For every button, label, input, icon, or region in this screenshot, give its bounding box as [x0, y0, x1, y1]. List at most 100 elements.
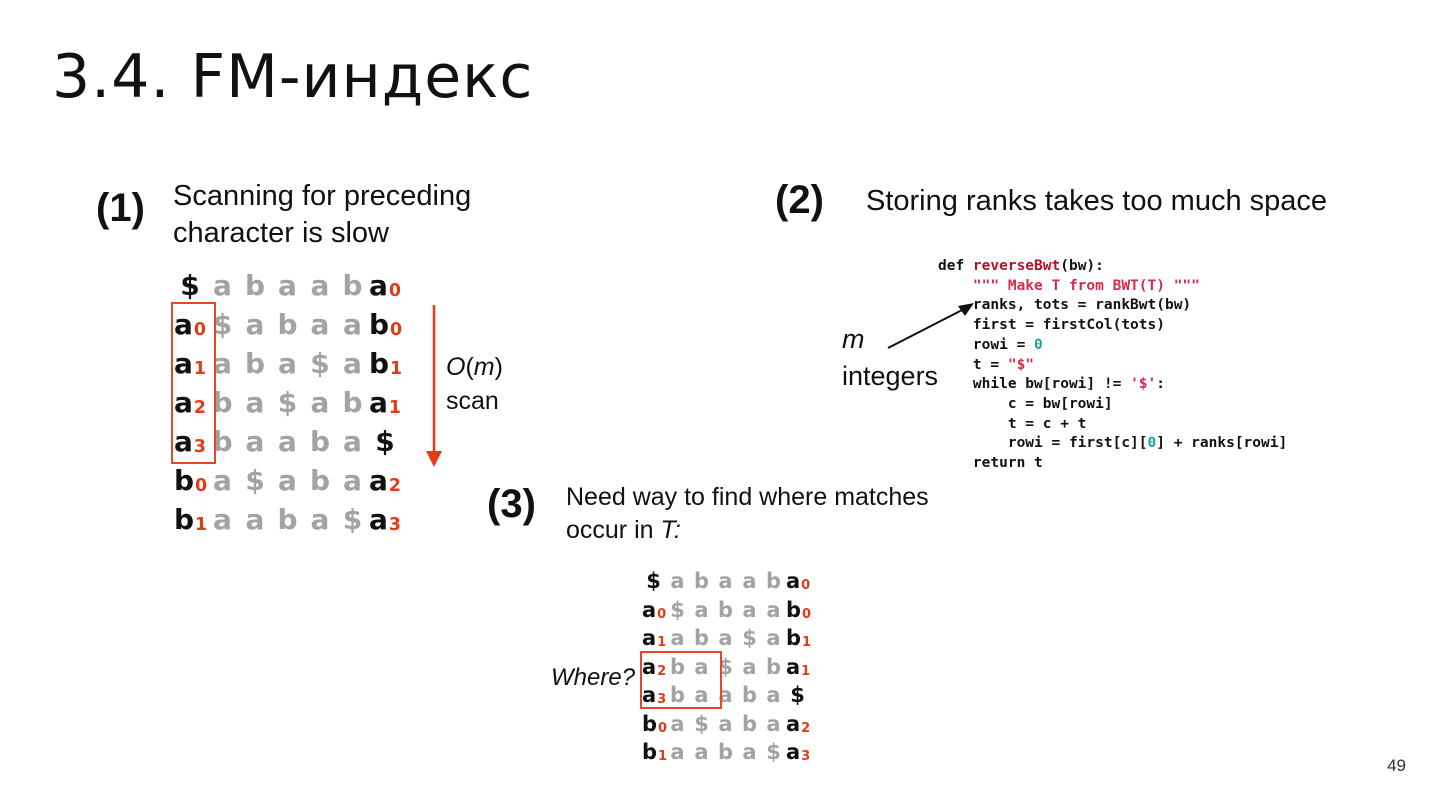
scan-matrix-middle-char: $	[342, 503, 363, 536]
scan-matrix-middle-char: $	[212, 308, 233, 341]
scan-cost-word: scan	[446, 387, 499, 415]
code-line: while bw[rowi] != '$':	[938, 376, 1165, 393]
scan-matrix-middle-char: a	[245, 386, 265, 419]
where-matrix-middle-char: b	[741, 711, 758, 736]
where-matrix-middle-char: b	[765, 654, 782, 679]
where-matrix-middle-char: a	[670, 626, 685, 650]
where-matrix-first-char: a2	[642, 654, 667, 679]
scan-matrix-middle-char: $	[245, 464, 265, 497]
where-label: Where?	[551, 664, 636, 691]
where-matrix-last-char: b1	[786, 626, 812, 651]
where-matrix-middle-char: a	[742, 654, 757, 679]
where-matrix-middle-char: a	[718, 711, 733, 736]
scan-matrix-last-char: $	[375, 425, 395, 458]
scan-matrix-middle-char: a	[213, 503, 232, 536]
code-line: ranks, tots = rankBwt(bw)	[938, 297, 1192, 314]
scan-matrix-first-char: a1	[174, 347, 206, 380]
page-number: 49	[1387, 756, 1406, 775]
scan-matrix-middle-char: b	[212, 386, 233, 419]
scan-cost-o: O	[446, 353, 466, 381]
scan-matrix-middle-char: a	[245, 425, 265, 458]
scan-matrix-last-char: a3	[369, 503, 401, 536]
scan-matrix-middle-char: $	[310, 347, 330, 380]
where-matrix-middle-char: b	[717, 740, 734, 764]
scan-matrix-middle-char: $	[277, 386, 298, 419]
where-matrix-middle-char: b	[765, 569, 782, 593]
where-matrix-middle-char: a	[718, 569, 733, 593]
where-matrix-middle-char: b	[717, 597, 734, 622]
where-matrix-last-char: a2	[786, 711, 811, 736]
scan-matrix-middle-char: b	[342, 269, 363, 302]
match-rows-highlight	[640, 651, 722, 709]
section1-number: (1)	[96, 186, 145, 230]
scan-matrix-middle-char: a	[310, 269, 330, 302]
where-matrix-middle-char: a	[766, 597, 781, 622]
annotation-integers: integers	[842, 361, 939, 391]
scan-matrix-middle-char: b	[309, 464, 331, 497]
scan-matrix-first-char: $	[180, 269, 200, 302]
code-line: c = bw[rowi]	[938, 395, 1113, 412]
code-line: rowi = first[c][0] + ranks[rowi]	[938, 435, 1288, 452]
section2-number: (2)	[775, 178, 824, 222]
section3-caption-prefix: occur in	[566, 516, 661, 544]
section3-caption-t: T:	[660, 516, 681, 544]
code-line: t = "$"	[938, 356, 1035, 373]
scan-down-arrow-icon	[426, 305, 442, 467]
code-line: """ Make T from BWT(T) """	[972, 277, 1200, 294]
where-matrix-first-char: a1	[642, 626, 667, 651]
scan-matrix-middle-char: b	[244, 269, 266, 302]
scan-matrix-middle-char: b	[277, 503, 298, 536]
where-matrix-middle-char: b	[669, 683, 686, 707]
scan-matrix-last-char: a0	[369, 269, 401, 302]
where-matrix-middle-char: a	[742, 740, 757, 764]
section3-caption-line1: Need way to find where matches	[566, 483, 929, 511]
code-line: def reverseBwt(bw):	[938, 258, 1104, 274]
scan-matrix-middle-char: b	[309, 425, 331, 458]
scan-matrix-middle-char: a	[343, 464, 362, 497]
scan-matrix-middle-char: a	[343, 425, 362, 458]
section3-number: (3)	[487, 482, 536, 526]
scan-matrix-middle-char: a	[310, 386, 330, 419]
where-matrix-middle-char: a	[742, 569, 757, 593]
scan-matrix-middle-char: a	[213, 464, 232, 497]
where-matrix-last-char: a1	[786, 654, 811, 679]
where-matrix-middle-char: a	[694, 740, 709, 764]
scan-matrix-middle-char: b	[277, 308, 298, 341]
scan-matrix-middle-char: a	[310, 308, 330, 341]
section1-caption-line2: character is slow	[173, 217, 389, 249]
where-matrix-middle-char: $	[766, 740, 781, 764]
where-matrix-middle-char: a	[694, 683, 709, 707]
where-matrix-middle-char: $	[670, 597, 685, 622]
where-matrix-last-char: b0	[786, 597, 812, 622]
scan-cost-m: m	[473, 353, 495, 381]
section3-caption: Need way to find where matches occur in …	[566, 481, 929, 547]
where-matrix-last-char: a3	[786, 740, 811, 765]
scan-cost-paren-close: )	[494, 353, 503, 381]
scan-matrix-middle-char: a	[245, 308, 265, 341]
code-line: return t	[938, 455, 1043, 472]
scan-matrix-first-char: b0	[174, 464, 208, 497]
where-matrix-first-char: b0	[642, 711, 668, 736]
first-column-a-highlight	[171, 302, 216, 464]
pointer-arrow-icon	[887, 303, 974, 349]
where-matrix-middle-char: a	[670, 711, 685, 736]
scan-matrix-middle-char: a	[278, 425, 297, 458]
scan-matrix-first-char: a0	[174, 308, 206, 341]
where-matrix-first-char: a0	[642, 597, 667, 622]
scan-matrix-first-char: a2	[174, 386, 206, 419]
reverse-bwt-code: def reverseBwt(bw): """ Make T from BWT(…	[938, 257, 1287, 474]
scan-matrix-last-char: b0	[369, 308, 403, 341]
section1-caption: Scanning for preceding character is slow	[173, 178, 471, 252]
where-matrix-middle-char: a	[766, 626, 781, 650]
scan-matrix-last-char: a2	[369, 464, 401, 497]
scan-cost-label: O(m) scan	[446, 350, 503, 418]
code-line: rowi = 0	[938, 336, 1043, 353]
scan-matrix-middle-char: a	[213, 269, 232, 302]
section2-caption: Storing ranks takes too much space	[866, 185, 1328, 217]
where-matrix-middle-char: a	[694, 654, 709, 679]
scan-matrix-middle-char: a	[343, 308, 362, 341]
where-matrix-last-char: $	[790, 683, 805, 707]
scan-matrix-middle-char: a	[310, 503, 330, 536]
where-matrix-middle-char: b	[669, 654, 686, 679]
